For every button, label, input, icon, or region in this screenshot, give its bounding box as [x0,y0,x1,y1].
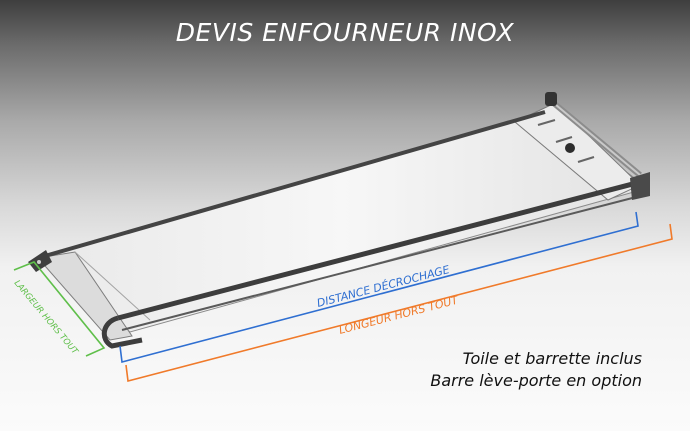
distance-dimension-line [119,211,639,364]
largeur-dimension-line [13,261,106,357]
cloth-fold-line [74,251,151,321]
front-handle [101,315,143,349]
longueur-dimension-line [125,223,673,383]
back-frame-rail [37,110,546,260]
note-line-included: Toile et barrette inclus [462,349,642,368]
rear-handle-knob [545,92,557,106]
note-line-option: Barre lève-porte en option [430,371,642,390]
tension-knob [565,143,575,153]
loader-front-lip [37,251,133,341]
front-frame-rail-lower [121,195,641,331]
front-frame-rail [117,177,649,321]
rear-right-bracket [630,172,650,200]
page-title: DEVIS ENFOURNEUR INOX [175,18,515,47]
notes-block: Toile et barrette inclus Barre lève-port… [430,348,642,392]
